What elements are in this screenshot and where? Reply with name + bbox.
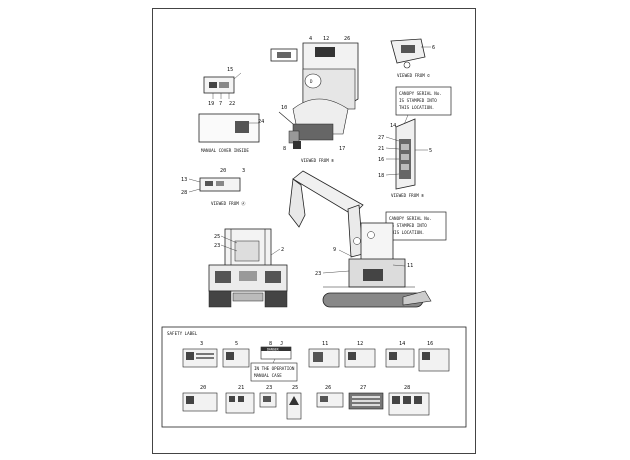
callout-2-line-3: THIS LOCATION.: [389, 230, 424, 235]
label-8-banner: DANGER: [267, 348, 279, 352]
safety-num-8: 8: [269, 341, 272, 347]
safety-num-8-extra: J: [280, 341, 283, 347]
view-marker-d: D: [310, 79, 313, 84]
part-9: 9: [333, 247, 336, 253]
safety-num-14: 14: [399, 341, 405, 347]
operation-manual-line-2: MANUAL CASE: [254, 373, 282, 378]
safety-num-23: 23: [266, 385, 272, 391]
safety-num-21: 21: [238, 385, 244, 391]
part-5: 5: [429, 148, 432, 154]
part-19: 19: [208, 101, 214, 107]
part-15: 15: [227, 67, 233, 73]
part-27: 27: [378, 135, 384, 141]
part-24: 24: [258, 119, 264, 125]
part-8: 8: [283, 146, 286, 152]
part-4: 4: [309, 36, 312, 42]
callout-2-line-2: IS STAMPED INTO: [389, 223, 427, 228]
part-7: 7: [219, 101, 222, 107]
canopy-serial-callout-1: CANOPY SERIAL No. IS STAMPED INTO THIS L…: [395, 86, 452, 128]
part-18: 18: [378, 173, 384, 179]
part-6: 6: [432, 45, 435, 51]
safety-label-title: SAFETY LABEL: [167, 331, 198, 336]
part-13: 13: [181, 177, 187, 183]
part-11: 11: [407, 263, 413, 269]
safety-num-28: 28: [404, 385, 410, 391]
view-d-label: VIEWED FROM ®: [301, 158, 334, 163]
safety-label-table: SAFETY LABEL 3 5 8 J 11 12 14 16 DANGER …: [161, 326, 467, 428]
manual-cover-label: MANUAL COVER INSIDE: [201, 148, 249, 153]
safety-num-26: 26: [325, 385, 331, 391]
safety-num-11: 11: [322, 341, 328, 347]
drawing-sheet: 15 19 7 22 24 MANUAL COVER INSIDE 20 3 1…: [152, 8, 476, 454]
callout-1-line-1: CANOPY SERIAL No.: [399, 91, 442, 96]
view-c-group: 6 VIEWED FROM ©: [390, 38, 435, 78]
callout-1-line-2: IS STAMPED INTO: [399, 98, 437, 103]
safety-num-12: 12: [357, 341, 363, 347]
part-23-side: 23: [315, 271, 321, 277]
safety-num-5: 5: [235, 341, 238, 347]
view-a-group: 20 3 13 28 VIEWED FROM Ⓐ: [181, 168, 246, 207]
part-21: 21: [378, 146, 384, 152]
safety-num-20: 20: [200, 385, 206, 391]
view-c-label: VIEWED FROM ©: [397, 73, 430, 78]
part-28: 28: [181, 190, 187, 196]
part-20: 20: [220, 168, 226, 174]
part-17: 17: [339, 146, 345, 152]
safety-num-16: 16: [427, 341, 433, 347]
part-14: 14: [390, 123, 396, 129]
part-2: 2: [281, 247, 284, 253]
manual-cover-group: 24 MANUAL COVER INSIDE: [198, 113, 264, 153]
part-12: 12: [323, 36, 329, 42]
safety-num-27: 27: [360, 385, 366, 391]
excavator-side-view: 9 23 11: [288, 170, 432, 308]
part-10: 10: [281, 105, 287, 111]
callout-1-line-3: THIS LOCATION.: [399, 105, 434, 110]
parts-diagram: 15 19 7 22 24 MANUAL COVER INSIDE 20 3 1…: [161, 36, 467, 428]
view-b-group: 14 27 21 16 5 18 VIEWED FROM ®: [378, 118, 432, 198]
canopy-serial-callout-2: CANOPY SERIAL No. IS STAMPED INTO THIS L…: [374, 211, 447, 248]
callout-2-line-1: CANOPY SERIAL No.: [389, 216, 432, 221]
cab-interior-view: D 4 12 26 10 8 17 VIEWED FROM ®: [270, 36, 359, 163]
part-3: 3: [242, 168, 245, 174]
part-23-rear: 23: [214, 243, 220, 249]
safety-num-25: 25: [292, 385, 298, 391]
view-b-label: VIEWED FROM ®: [391, 193, 424, 198]
safety-num-3: 3: [200, 341, 203, 347]
part-26: 26: [344, 36, 350, 42]
part-22: 22: [229, 101, 235, 107]
label-group-top-left: 15 19 7 22: [203, 67, 242, 107]
part-16: 16: [378, 157, 384, 163]
operation-manual-line-1: IN THE OPERATION: [254, 366, 295, 371]
part-25: 25: [214, 234, 220, 240]
excavator-rear-view: 25 23 2: [208, 228, 288, 308]
view-a-label: VIEWED FROM Ⓐ: [211, 200, 246, 207]
